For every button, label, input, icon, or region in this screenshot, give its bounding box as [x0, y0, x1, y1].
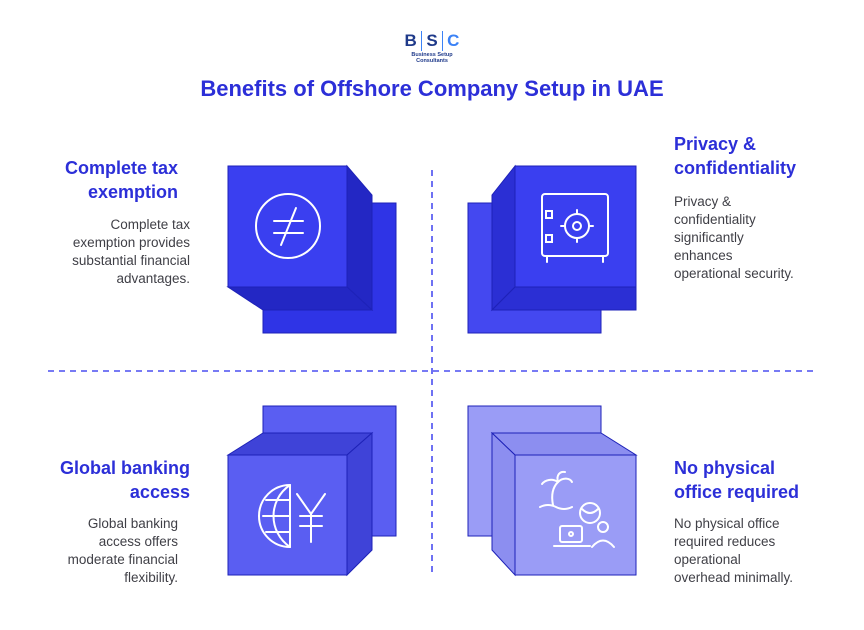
logo-letter-s: S: [426, 31, 438, 50]
logo-letter-b: B: [404, 31, 417, 50]
heading-complete-tax-exemption: Complete tax exemption: [64, 158, 178, 202]
page-title: Benefits of Offshore Company Setup in UA…: [200, 76, 664, 101]
top-right-cube: [467, 164, 637, 334]
safe-icon: [541, 193, 609, 263]
desc-privacy-confidentiality: Privacy & confidentiality significantly …: [674, 194, 794, 281]
desc-global-banking-access: Global banking access offers moderate fi…: [67, 516, 178, 585]
logo-tagline-2: Consultants: [416, 58, 448, 64]
bottom-right-cube: [467, 405, 638, 577]
logo: B S C Business Setup Consultants: [404, 30, 460, 74]
beach-laptop-icon: [539, 470, 615, 548]
logo-tagline-1: Business Setup: [411, 52, 453, 58]
not-equal-icon: [255, 193, 321, 259]
heading-no-physical-office: No physical office required: [674, 458, 800, 502]
logo-letter-c: C: [447, 31, 460, 50]
desc-no-physical-office: No physical office required reduces oper…: [674, 516, 794, 585]
top-left-cube: [226, 164, 397, 334]
globe-yen-icon: [258, 484, 326, 548]
bottom-left-cube: [226, 405, 397, 577]
heading-privacy-confidentiality: Privacy & confidentiality: [674, 134, 797, 178]
desc-complete-tax-exemption: Complete tax exemption provides substant…: [72, 217, 190, 286]
heading-global-banking-access: Global banking access: [59, 458, 190, 502]
